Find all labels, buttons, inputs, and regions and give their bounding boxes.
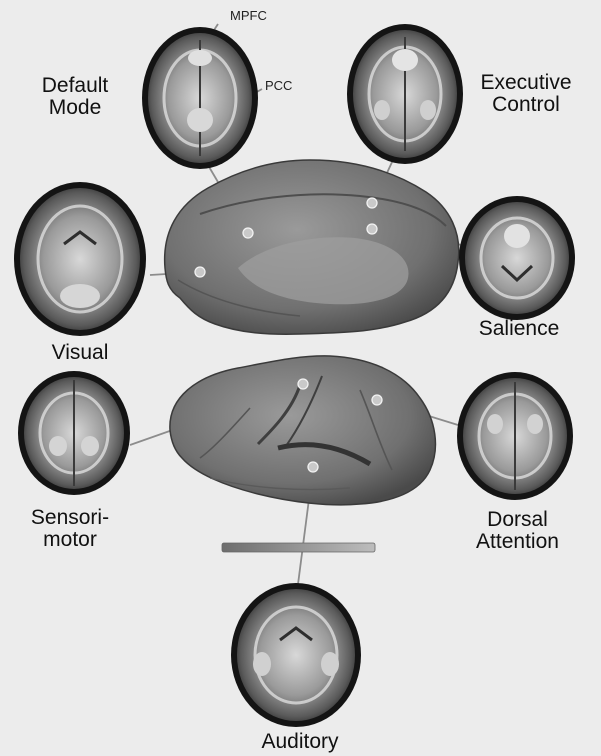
scan-dorsal-attention: [457, 372, 573, 500]
mpfc-label: MPFC: [230, 9, 267, 23]
scan-sensorimotor: [18, 371, 130, 495]
default-mode-line-2: Mode: [30, 97, 120, 119]
sensorimotor-line-1: Sensori-: [25, 507, 115, 529]
scan-auditory: [231, 583, 361, 727]
scan-salience: [459, 196, 575, 320]
sensorimotor-line-2: motor: [25, 529, 115, 551]
default-mode-label: Default Mode: [30, 75, 120, 119]
roi-dorsal-attention: [372, 395, 382, 405]
visual-label: Visual: [40, 342, 120, 364]
roi-pcc: [243, 228, 253, 238]
lateral-brain-surface: [170, 356, 436, 505]
executive-control-label: Executive Control: [470, 72, 582, 116]
executive-control-line-2: Control: [470, 94, 582, 116]
roi-auditory: [308, 462, 318, 472]
default-mode-line-1: Default: [30, 75, 120, 97]
medial-brain-surface: [165, 160, 459, 334]
roi-salience: [367, 224, 377, 234]
dorsal-attention-line-1: Dorsal: [460, 509, 575, 531]
scan-executive-control: [347, 24, 463, 164]
salience-label: Salience: [464, 318, 574, 340]
scan-visual: [14, 182, 146, 336]
scan-default-mode: [142, 27, 258, 169]
roi-visual: [195, 267, 205, 277]
scale-bar: [222, 543, 375, 552]
dorsal-attention-line-2: Attention: [460, 531, 575, 553]
executive-control-line-1: Executive: [470, 72, 582, 94]
pcc-label: PCC: [265, 79, 292, 93]
roi-executive: [367, 198, 377, 208]
sensorimotor-label: Sensori- motor: [25, 507, 115, 551]
roi-sensorimotor: [298, 379, 308, 389]
auditory-label: Auditory: [245, 731, 355, 753]
dorsal-attention-label: Dorsal Attention: [460, 509, 575, 553]
